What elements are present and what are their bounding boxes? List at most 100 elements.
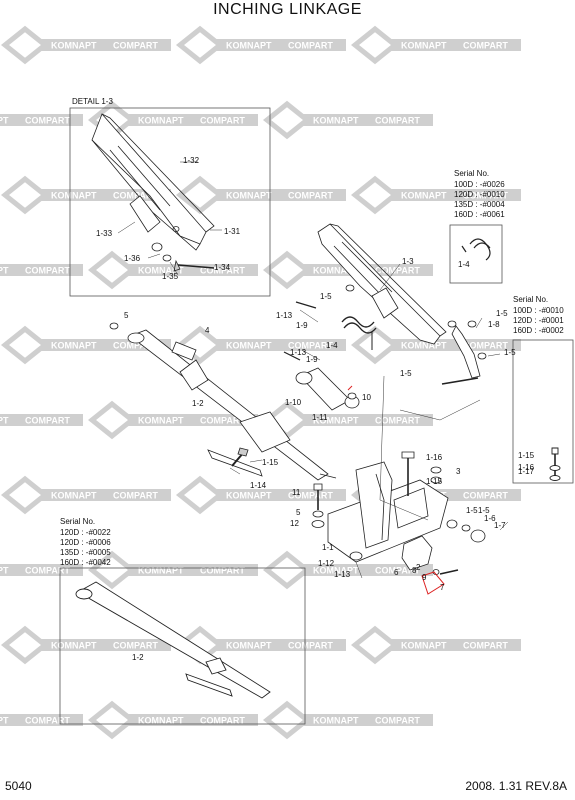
- watermark-text: COMPART: [375, 716, 420, 726]
- bolt-icon: [549, 447, 561, 481]
- watermark-text: KOMNAPT: [226, 341, 272, 351]
- callout-label: 1-13: [290, 348, 307, 357]
- watermark-diamond: [350, 25, 400, 65]
- page-number: 5040: [5, 779, 32, 793]
- callout-label: 1-34: [214, 263, 231, 272]
- watermark-diamond: [87, 550, 137, 590]
- callout-label: 2: [416, 563, 421, 572]
- callout-label: 1-9: [306, 355, 318, 364]
- watermark-text: KOMNAPT: [313, 716, 359, 726]
- watermark-diamond: [262, 250, 312, 290]
- callout-label: 1-9: [296, 321, 308, 330]
- watermark-diamond: [262, 700, 312, 740]
- watermark-text: COMPART: [113, 641, 158, 651]
- watermark-text: COMPART: [375, 266, 420, 276]
- serial-row: 135D : -#0005: [60, 548, 111, 557]
- watermark-text: COMPART: [463, 341, 508, 351]
- callout-label: 1-5: [400, 369, 412, 378]
- callout-label: 12: [290, 519, 299, 528]
- callout-label: 8: [412, 566, 417, 575]
- watermark-text: KOMNAPT: [138, 716, 184, 726]
- callout-label: 1-13: [334, 570, 351, 579]
- watermark-bar: [128, 564, 258, 576]
- watermark-text: COMPART: [375, 416, 420, 426]
- callout-label: 1-36: [124, 254, 141, 263]
- watermark-text: KOMNAPT: [138, 266, 184, 276]
- serial-heading-spring: Serial No.: [454, 169, 489, 178]
- watermark-diamond: [87, 400, 137, 440]
- watermark-text: COMPART: [463, 641, 508, 651]
- watermark-text: KOMNAPT: [0, 116, 9, 126]
- detail-pedal-drawing: [91, 113, 215, 272]
- watermark-text: COMPART: [375, 116, 420, 126]
- watermark-text: COMPART: [200, 266, 245, 276]
- watermark-text: COMPART: [463, 491, 508, 501]
- serial-row: 160D : -#0002: [513, 326, 564, 335]
- watermark-bar: [391, 639, 521, 651]
- serial-box-spring: [449, 224, 503, 284]
- watermark-diamond: [0, 625, 50, 665]
- watermark-text: KOMNAPT: [313, 266, 359, 276]
- watermark-bar: [0, 714, 83, 726]
- watermark-bar: [216, 339, 346, 351]
- watermark-text: COMPART: [200, 416, 245, 426]
- watermark-text: COMPART: [288, 641, 333, 651]
- serial-box-bolt: [512, 339, 574, 484]
- watermark-text: KOMNAPT: [51, 41, 97, 51]
- watermark-text: KOMNAPT: [138, 116, 184, 126]
- serial-row: 135D : -#0004: [454, 200, 505, 209]
- watermark-text: COMPART: [288, 41, 333, 51]
- watermark-bar: [216, 39, 346, 51]
- watermark-layer: KOMNAPT COMPART KOMNAPT COMPART KOMNAPT COMPA…: [0, 25, 521, 740]
- watermark-diamond: [175, 325, 225, 365]
- serial-row: 120D : -#0010: [454, 190, 505, 199]
- callout-label: 1-17: [518, 467, 535, 476]
- watermark-bar: [41, 639, 171, 651]
- watermark-diamond: [175, 175, 225, 215]
- page-title: INCHING LINKAGE: [213, 1, 362, 18]
- watermark-diamond: [175, 475, 225, 515]
- callout-label: 1-2: [132, 653, 144, 662]
- watermark-diamond: [87, 250, 137, 290]
- callout-label: 1-5: [496, 309, 508, 318]
- watermark-text: COMPART: [375, 566, 420, 576]
- callout-label: 1-2: [192, 399, 204, 408]
- callout-label: 5: [296, 508, 301, 517]
- watermark-text: COMPART: [200, 716, 245, 726]
- watermark-text: KOMNAPT: [0, 566, 9, 576]
- callout-label: 1-33: [96, 229, 113, 238]
- callout-label: 1-3: [402, 257, 414, 266]
- watermark-text: KOMNAPT: [313, 116, 359, 126]
- detail-title: DETAIL 1-3: [72, 97, 113, 106]
- watermark-diamond: [0, 175, 50, 215]
- detail-leader-lines: [117, 161, 222, 276]
- watermark-bar: [303, 714, 433, 726]
- watermark-bar: [391, 189, 521, 201]
- watermark-text: KOMNAPT: [226, 191, 272, 201]
- watermark-text: KOMNAPT: [51, 641, 97, 651]
- watermark-text: KOMNAPT: [138, 416, 184, 426]
- callout-label: 3: [456, 467, 461, 476]
- callout-label: 1-5: [478, 506, 490, 515]
- watermark-text: COMPART: [25, 266, 70, 276]
- watermark-text: COMPART: [200, 566, 245, 576]
- callout-label: 1-5: [320, 292, 332, 301]
- watermark-bar: [128, 714, 258, 726]
- main-leader-lines: [229, 263, 509, 579]
- watermark-text: KOMNAPT: [226, 41, 272, 51]
- callout-label: 1-15: [518, 451, 535, 460]
- serial-row: 100D : -#0026: [454, 180, 505, 189]
- main-assembly-drawing: [109, 223, 487, 595]
- callout-label: 7: [440, 583, 445, 592]
- watermark-text: KOMNAPT: [226, 491, 272, 501]
- callout-label: 11: [292, 488, 301, 497]
- callout-label: 1-4: [458, 260, 470, 269]
- watermark-text: KOMNAPT: [51, 341, 97, 351]
- watermark-diamond: [87, 700, 137, 740]
- watermark-bar: [216, 489, 346, 501]
- watermark-text: COMPART: [113, 191, 158, 201]
- watermark-bar: [128, 114, 258, 126]
- watermark-text: KOMNAPT: [313, 416, 359, 426]
- callout-label: 9: [422, 573, 427, 582]
- watermark-text: KOMNAPT: [51, 491, 97, 501]
